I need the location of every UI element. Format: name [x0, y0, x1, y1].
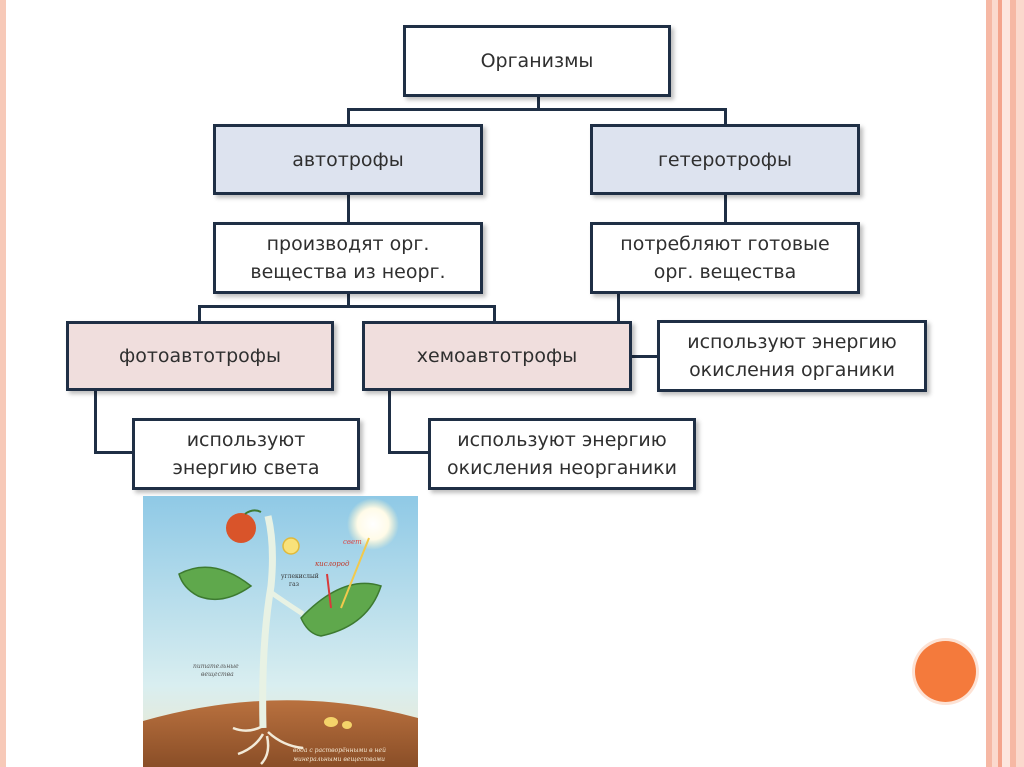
light-arrow [340, 537, 370, 609]
light-label: свет [343, 538, 362, 546]
connector [347, 108, 350, 126]
desc-line: окисления неорганики [447, 457, 677, 479]
desc-line: вещества из неорг. [250, 261, 446, 283]
node-label: фотоавтотрофы [118, 345, 282, 367]
connector [388, 390, 391, 453]
node-label: хемоавтотрофы [416, 345, 578, 367]
photoautotrophs-node: фотоавтотрофы [66, 321, 334, 391]
desc-line: потребляют готовые [620, 233, 830, 255]
heterotrophs-energy-box: используют энергию окисления органики [657, 320, 927, 392]
desc-line: используют [186, 429, 306, 451]
connector [347, 292, 350, 306]
soil [143, 700, 418, 767]
connector [198, 305, 201, 323]
organisms-node: Организмы [403, 25, 671, 97]
autotrophs-description: производят орг. вещества из неорг. [213, 222, 483, 294]
sun-icon [347, 498, 399, 550]
oxygen-arrow [326, 573, 332, 609]
connector [347, 108, 727, 111]
connector [724, 193, 727, 224]
desc-line: энергию света [172, 457, 320, 479]
oxygen-label: кислород [315, 560, 350, 568]
decorative-circle-icon [915, 641, 976, 702]
node-label: Организмы [480, 50, 594, 72]
chemoautotrophs-node: хемоавтотрофы [362, 321, 632, 391]
connector [94, 390, 97, 453]
nutrients-label-line2: вещества [201, 671, 234, 678]
plant-illustration: свет кислород углекислый газ питательные… [143, 496, 418, 767]
desc-line: используют энергию [687, 331, 897, 353]
connector [94, 451, 134, 454]
desc-line: используют энергию [457, 429, 667, 451]
connector [198, 305, 496, 308]
plant-branch [267, 588, 305, 617]
roots [232, 724, 304, 765]
connector [493, 305, 496, 323]
flower-icon [282, 537, 300, 555]
water-label-line1: вода с растворёнными в ней [293, 747, 386, 754]
heterotrophs-node: гетеротрофы [590, 124, 860, 195]
seed-icon [324, 717, 338, 727]
photo-energy-box: используют энергию света [132, 418, 360, 490]
connector [388, 451, 430, 454]
co2-label-line1: углекислый [281, 573, 319, 580]
leaf-right [300, 582, 382, 637]
heterotrophs-description: потребляют готовые орг. вещества [590, 222, 860, 294]
desc-line: орг. вещества [653, 261, 797, 283]
connector [724, 108, 727, 126]
desc-line: окисления органики [689, 359, 895, 381]
connector [537, 95, 540, 111]
node-label: гетеротрофы [657, 148, 793, 171]
slide-right-stripes [980, 0, 1024, 767]
apple-icon [226, 513, 256, 543]
slide-left-border [0, 0, 6, 767]
connector [347, 193, 350, 224]
nutrients-label-line1: питательные [193, 663, 239, 670]
leaf-left [178, 566, 253, 601]
desc-line: производят орг. [266, 233, 430, 255]
autotrophs-node: автотрофы [213, 124, 483, 195]
node-label: автотрофы [292, 148, 404, 171]
connector [617, 292, 620, 323]
connector [630, 355, 660, 358]
water-label-line2: минеральными веществами [293, 756, 385, 763]
apple-stalk [244, 509, 262, 515]
co2-label-line2: газ [289, 581, 299, 588]
chemo-energy-box: используют энергию окисления неорганики [428, 418, 696, 490]
seed-icon [342, 721, 352, 729]
